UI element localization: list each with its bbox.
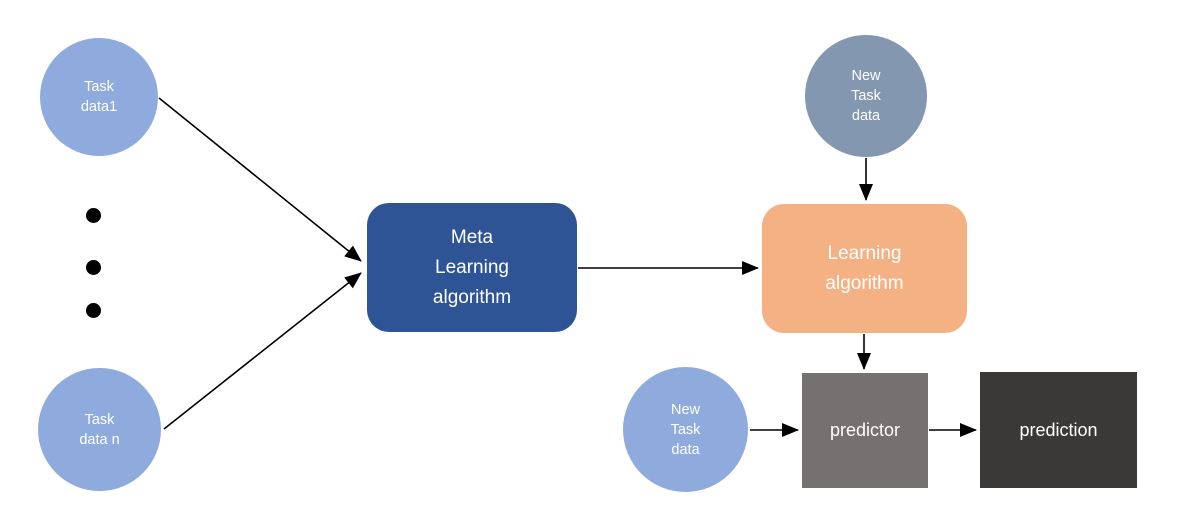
node-new-task-data-bottom: New Task data: [623, 367, 748, 492]
ellipsis-dot: [86, 260, 101, 275]
node-label-line: Task: [670, 421, 701, 438]
node-label-line: data n: [79, 431, 120, 448]
ellipsis-dot: [86, 208, 101, 223]
node-label-line: algorithm: [432, 286, 512, 308]
node-label-line: Task: [84, 79, 114, 95]
node-prediction: prediction: [980, 372, 1137, 488]
node-label-line: prediction: [1019, 419, 1098, 440]
node-label-line: algorithm: [825, 272, 904, 294]
node-learning-algorithm: Learning algorithm: [762, 204, 967, 333]
ellipsis-dot: [86, 303, 101, 318]
node-label-line: New: [851, 68, 881, 84]
node-label-line: Meta: [450, 226, 494, 248]
arrow-task-data-n-to-meta: [163, 272, 362, 430]
node-label-line: Task: [84, 411, 115, 428]
node-task-data1: Task data1: [40, 38, 158, 156]
node-task-data-n: Task data n: [38, 368, 161, 491]
node-label-line: New: [670, 401, 700, 418]
node-label-line: predictor: [829, 420, 901, 440]
node-label-line: Task: [851, 88, 881, 104]
node-label-line: data: [671, 441, 700, 458]
node-meta-learning-algorithm: Meta Learning algorithm: [367, 203, 577, 332]
arrow-task-data1-to-meta: [158, 97, 362, 262]
node-label-line: Learning: [435, 256, 509, 278]
node-label-line: Learning: [827, 242, 902, 264]
node-new-task-data-top: New Task data: [805, 35, 927, 157]
node-label-line: data: [851, 108, 881, 124]
node-label-line: data1: [80, 99, 118, 115]
node-predictor: predictor: [802, 373, 928, 488]
